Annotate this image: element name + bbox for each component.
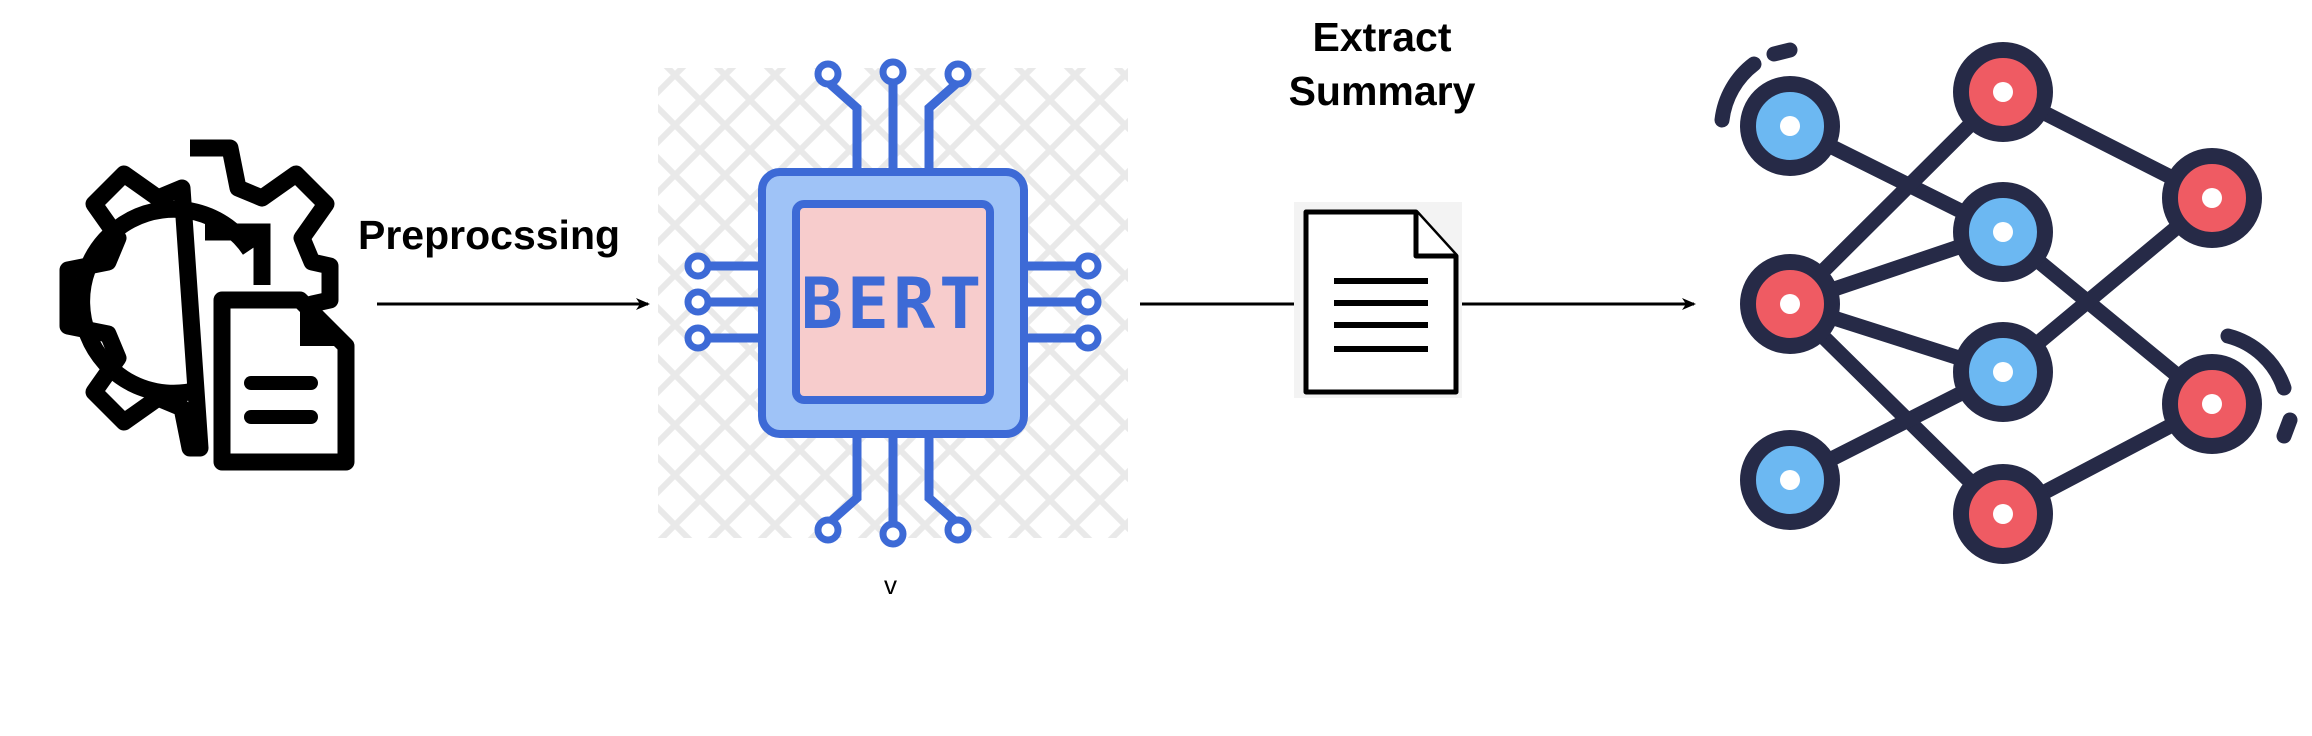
preprocessing-label: Preprocssing [358,212,621,258]
extract-summary-label: Extract Summary [1282,10,1482,118]
document-icon [1294,202,1462,398]
neural-network-icon [1714,42,2298,564]
bert-text: BERT [801,263,986,345]
bert-chip-icon: BERT [658,58,1128,548]
v-label: v [884,570,897,600]
gear-document-icon [59,139,355,471]
extract-label-line1: Extract [1312,14,1452,60]
extract-label-line2: Summary [1288,68,1476,114]
